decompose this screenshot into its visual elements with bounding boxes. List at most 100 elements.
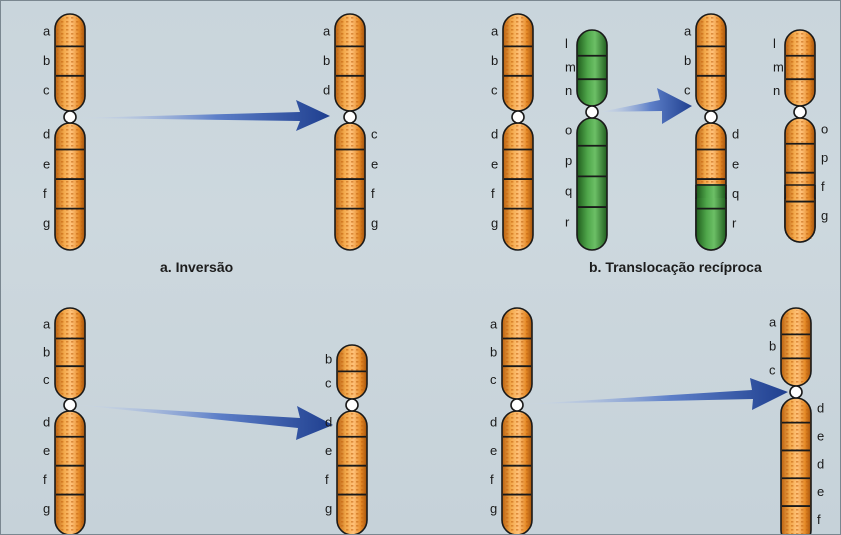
band-label: o: [565, 122, 572, 137]
band-label: g: [491, 215, 498, 230]
band-label: l: [565, 36, 568, 51]
chromosome-banding: [505, 16, 531, 109]
band-label: f: [371, 186, 375, 201]
centromere: [512, 111, 524, 123]
band-label: o: [821, 121, 828, 136]
band-label: e: [817, 429, 824, 444]
band-label: e: [817, 484, 824, 499]
chromosome-banding: [783, 400, 809, 535]
chromosome-banding: [57, 413, 83, 533]
band-label: r: [732, 215, 737, 230]
band-label: g: [325, 501, 332, 516]
chromosome-arm: [577, 118, 607, 250]
band-label: c: [684, 83, 691, 98]
band-label: q: [732, 186, 739, 201]
arrow-translocation: [600, 88, 692, 124]
band-label: d: [491, 127, 498, 142]
band-label: e: [732, 156, 739, 171]
band-label: c: [491, 83, 498, 98]
band-label: b: [325, 351, 332, 366]
band-label: g: [821, 208, 828, 223]
band-label: c: [769, 362, 776, 377]
chromosome-translocation-2: lmn o p qr: [565, 30, 607, 250]
band-label: d: [43, 127, 50, 142]
band-label: f: [491, 186, 495, 201]
band-label: d: [43, 414, 50, 429]
band-label: g: [371, 215, 378, 230]
caption-translocation: b. Translocação recíproca: [589, 259, 762, 275]
band-label: c: [325, 375, 332, 390]
arrow-duplication: [527, 378, 788, 410]
band-label: a: [769, 314, 777, 329]
chromosome-banding: [505, 125, 531, 248]
band-label: m: [773, 59, 784, 74]
band-label: f: [325, 472, 329, 487]
band-label: a: [323, 24, 331, 39]
band-label: b: [43, 344, 50, 359]
band-label: a: [684, 24, 692, 39]
band-label: g: [43, 501, 50, 516]
centromere: [64, 111, 76, 123]
band-label: c: [43, 372, 50, 387]
chromosome-arm: [577, 30, 607, 106]
band-label: d: [732, 127, 739, 142]
band-label: e: [325, 443, 332, 458]
band-label: e: [490, 443, 497, 458]
chromosome-banding: [57, 310, 83, 397]
centromere: [344, 111, 356, 123]
chromosome-banding: [57, 16, 83, 109]
band-label: e: [43, 156, 50, 171]
centromere: [511, 399, 523, 411]
chromosome-banding: [783, 310, 809, 384]
chromosome-banding: [337, 125, 363, 248]
band-label: b: [490, 344, 497, 359]
band-label: f: [817, 512, 821, 527]
arrow-deletion: [78, 405, 333, 440]
band-label: f: [43, 186, 47, 201]
band-label: d: [817, 401, 824, 416]
centromere: [586, 106, 598, 118]
band-label: b: [491, 53, 498, 68]
chromosome-banding: [57, 125, 83, 248]
arrow-inversion: [78, 100, 330, 131]
band-label: p: [821, 150, 828, 165]
band-label: n: [565, 83, 572, 98]
band-label: d: [817, 456, 824, 471]
band-label: c: [43, 83, 50, 98]
chromosome-banding: [504, 310, 530, 397]
band-label: b: [684, 53, 691, 68]
band-label: q: [565, 184, 572, 199]
band-label: g: [43, 215, 50, 230]
band-label: e: [371, 156, 378, 171]
band-label: a: [43, 24, 51, 39]
band-label: r: [565, 214, 570, 229]
centromere: [64, 399, 76, 411]
band-label: f: [490, 472, 494, 487]
centromere: [790, 386, 802, 398]
band-label: c: [371, 127, 378, 142]
band-label: g: [490, 501, 497, 516]
band-label: m: [565, 59, 576, 74]
chromosome-banding: [787, 32, 813, 104]
band-label: a: [490, 317, 498, 332]
band-label: l: [773, 36, 776, 51]
band-label: b: [769, 338, 776, 353]
band-label: d: [490, 414, 497, 429]
chromosome-banding: [504, 413, 530, 533]
band-label: n: [773, 83, 780, 98]
band-label: p: [565, 153, 572, 168]
band-label: a: [43, 317, 51, 332]
